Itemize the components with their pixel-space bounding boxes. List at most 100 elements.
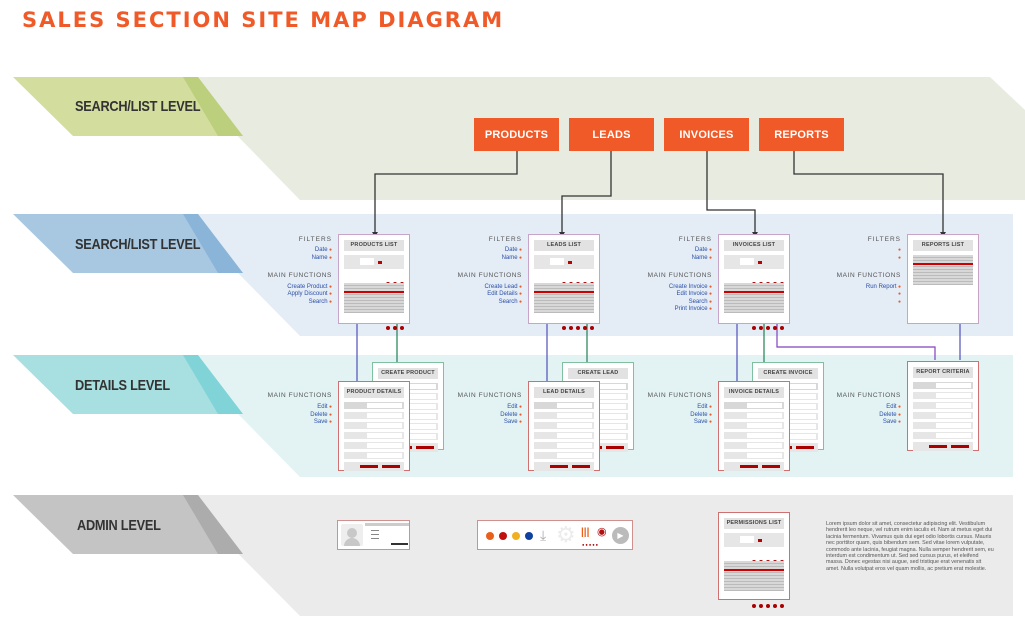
function-item[interactable]: Edit [262,404,332,411]
action-dots [724,595,784,608]
filter-item[interactable]: Date [642,247,712,254]
list-page-0[interactable]: PRODUCTS LIST [338,234,410,330]
form-field[interactable] [724,432,784,439]
function-item[interactable] [831,291,901,298]
category-invoices[interactable]: INVOICES [664,118,749,151]
progress-row [913,382,973,389]
band-1-tab [13,77,243,136]
form-field[interactable] [534,412,594,419]
function-item[interactable]: Create Product [262,284,332,291]
function-item[interactable] [831,299,901,306]
play-icon[interactable]: ▶ [612,527,629,544]
main-functions-heading: MAIN FUNCTIONS [647,271,712,279]
filters-heading: FILTERS [867,236,901,243]
category-leads[interactable]: LEADS [569,118,654,151]
red-badge-icon [499,532,507,540]
form-buttons[interactable] [913,442,973,451]
function-item[interactable]: Delete [452,412,522,419]
form-field[interactable] [534,432,594,439]
list-page-title: REPORTS LIST [913,240,973,251]
category-products[interactable]: PRODUCTS [474,118,559,151]
filters-heading: FILTERS [678,236,712,243]
form-field[interactable] [344,422,404,429]
main-functions-heading: MAIN FUNCTIONS [457,392,522,399]
form-field[interactable] [344,432,404,439]
form-field[interactable] [913,402,973,409]
form-buttons[interactable] [724,462,784,471]
main-functions-heading: MAIN FUNCTIONS [267,392,332,399]
form-field[interactable] [913,392,973,399]
form-field[interactable] [534,422,594,429]
function-item[interactable]: Search [452,299,522,306]
form-field[interactable] [344,442,404,449]
form-field[interactable] [724,452,784,459]
action-dots [344,317,404,330]
function-item[interactable]: Save [262,419,332,426]
function-item[interactable]: Search [262,299,332,306]
list-page-1[interactable]: LEADS LIST [528,234,600,330]
filter-item[interactable]: Name [262,255,332,262]
function-item[interactable]: Run Report [831,284,901,291]
function-item[interactable]: Save [831,419,901,426]
form-field[interactable] [913,422,973,429]
form-field[interactable] [913,412,973,419]
function-item[interactable]: Delete [642,412,712,419]
form-field[interactable] [724,442,784,449]
filters-heading: FILTERS [488,236,522,243]
progress-row [344,402,404,409]
filter-item[interactable]: Date [452,247,522,254]
filter-item[interactable]: Name [642,255,712,262]
diagram-title: SALES SECTION SITE MAP DIAGRAM [22,8,505,32]
function-item[interactable]: Search [642,299,712,306]
detail-page-0[interactable]: PRODUCT DETAILS [338,381,410,471]
function-item[interactable]: Edit [452,404,522,411]
list-page-2[interactable]: INVOICES LIST [718,234,790,330]
form-field[interactable] [724,422,784,429]
function-item[interactable]: Edit Invoice [642,291,712,298]
function-item[interactable]: Print Invoice [642,306,712,313]
page-title: PRODUCT DETAILS [344,387,404,398]
main-functions-heading: MAIN FUNCTIONS [836,392,901,399]
category-reports[interactable]: REPORTS [759,118,844,151]
form-field[interactable] [344,412,404,419]
form-field[interactable] [724,412,784,419]
user-profile-card[interactable] [337,520,410,550]
description-text: Lorem ipsum dolor sit amet, consectetur … [826,521,994,572]
function-item[interactable]: Create Invoice [642,284,712,291]
function-item[interactable]: Apply Discount [262,291,332,298]
function-item[interactable]: Save [452,419,522,426]
function-item[interactable]: Create Lead [452,284,522,291]
filter-form [344,255,404,269]
function-item[interactable]: Delete [831,412,901,419]
detail-annotations: MAIN FUNCTIONS EditDeleteSave [452,392,522,426]
blue-badge-icon [525,532,533,540]
function-item[interactable]: Save [642,419,712,426]
form-buttons[interactable] [344,462,404,471]
permissions-list-page[interactable]: PERMISSIONS LIST [718,512,790,608]
list-page-3[interactable]: REPORTS LIST [907,234,979,324]
function-item[interactable]: Edit [831,404,901,411]
filters-heading: FILTERS [298,236,332,243]
band-3-tab [13,355,243,414]
form-field[interactable] [344,452,404,459]
filter-item[interactable]: Name [452,255,522,262]
filter-item[interactable] [831,247,901,254]
function-item[interactable]: Delete [262,412,332,419]
detail-page-3[interactable]: REPORT CRITERIA [907,361,979,451]
form-field[interactable] [534,452,594,459]
function-item[interactable]: Edit [642,404,712,411]
form-field[interactable] [913,432,973,439]
form-buttons[interactable] [534,462,594,471]
filter-item[interactable]: Date [262,247,332,254]
rating-dots: ●●●●● [582,542,600,547]
detail-page-1[interactable]: LEAD DETAILS [528,381,600,471]
detail-page-2[interactable]: INVOICE DETAILS [718,381,790,471]
form-field[interactable] [534,442,594,449]
list-page-title: LEADS LIST [534,240,594,251]
download-icon: ⤓ [540,527,547,543]
filter-item[interactable] [831,255,901,262]
function-item[interactable]: Edit Details [452,291,522,298]
